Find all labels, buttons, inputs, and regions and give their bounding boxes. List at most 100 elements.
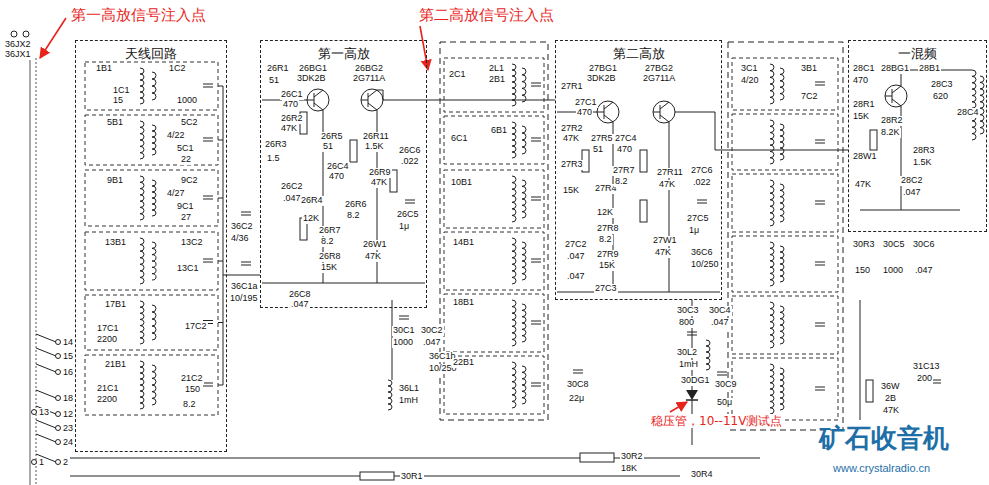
part-label: 8.2 <box>182 400 197 410</box>
part-label: 26C5 <box>396 210 420 220</box>
capacitor-symbol <box>573 370 583 371</box>
switch-contact <box>56 370 61 375</box>
capacitor-symbol <box>717 375 727 376</box>
part-label: 30C2 <box>420 326 444 336</box>
part-label: 15 <box>62 352 74 362</box>
coil-symbol <box>770 180 774 226</box>
part-label: 2G711A <box>642 74 676 84</box>
part-label: 26C6 <box>398 146 422 156</box>
part-label: 4/27 <box>166 189 186 199</box>
transistor-symbol <box>653 112 660 113</box>
coil-symbol <box>522 366 526 404</box>
part-label: 13C1 <box>176 264 200 274</box>
part-label: 28C2 <box>900 176 924 186</box>
part-label: 30C6 <box>912 240 936 250</box>
transistor-symbol <box>892 99 901 106</box>
coil-symbol <box>780 246 784 282</box>
switch-contact <box>56 340 61 345</box>
coil-symbol <box>780 184 784 222</box>
capacitor-symbol <box>203 386 213 387</box>
wire <box>218 140 223 141</box>
part-label: 30C1 <box>392 326 416 336</box>
coil-symbol <box>522 242 526 280</box>
section-heading: 第二高放 <box>556 44 721 62</box>
part-label: 18 <box>62 394 74 404</box>
part-label: 30L2 <box>676 348 698 358</box>
part-label: 9C1 <box>176 202 195 212</box>
part-label: 17C1 <box>96 324 120 334</box>
transistor-symbol <box>885 96 892 97</box>
part-label: 30R4 <box>690 470 714 480</box>
transistor-symbol <box>653 101 675 123</box>
section-title: 第一高放 <box>316 46 372 61</box>
part-label: 8.2 <box>346 211 361 221</box>
part-label: 16 <box>62 368 74 378</box>
coil-symbol <box>780 368 784 410</box>
shield-box <box>85 355 218 415</box>
section-outline <box>728 42 843 430</box>
part-label: 26C8 <box>288 290 312 300</box>
transistor-symbol <box>314 103 323 110</box>
part-label: 2200 <box>96 335 118 345</box>
shield-box <box>444 356 544 414</box>
transistor-symbol <box>368 90 377 97</box>
capacitor-symbol <box>717 372 727 373</box>
part-label: 27R11 <box>656 168 684 178</box>
wire <box>377 90 383 91</box>
part-label: .047 <box>914 266 934 276</box>
transistor-symbol <box>597 101 619 123</box>
ground-bus <box>557 292 720 293</box>
part-label: 47K <box>854 180 872 190</box>
part-label: 36C1a <box>230 282 259 292</box>
part-label: 28B1 <box>918 64 941 74</box>
part-label: 24 <box>62 438 74 448</box>
part-label: 4/36 <box>230 234 250 244</box>
capacitor-symbol <box>531 321 541 322</box>
switch-contact <box>32 460 37 465</box>
part-label: 28W1 <box>852 152 878 162</box>
shield-box <box>85 295 218 350</box>
part-label: .022 <box>400 157 420 167</box>
part-label: 3C1 <box>740 64 759 74</box>
coil-symbol <box>522 126 526 154</box>
signal-wire <box>427 100 555 101</box>
coil-symbol <box>512 176 516 222</box>
shield-box <box>444 116 544 164</box>
part-label: 26R6 <box>344 200 368 210</box>
switch-contact <box>36 348 56 356</box>
switch-contact <box>56 460 61 465</box>
coil-symbol <box>972 70 976 140</box>
coil-symbol <box>770 64 774 104</box>
section-title: 天线回路 <box>123 46 179 61</box>
part-label: 150 <box>854 266 871 276</box>
part-label: 27R2 <box>560 124 584 134</box>
part-label: .047 <box>710 318 730 328</box>
wire <box>669 122 670 292</box>
capacitor-symbol <box>687 335 697 336</box>
shield-box <box>732 236 838 292</box>
coil-symbol <box>152 180 156 216</box>
part-label: 13B1 <box>104 238 127 248</box>
part-label: 47K <box>658 180 676 190</box>
shield-box <box>732 114 838 170</box>
transistor-symbol <box>368 103 377 110</box>
wire <box>218 198 223 199</box>
coil-symbol <box>522 68 526 102</box>
wire <box>70 476 360 477</box>
resistor-symbol <box>640 150 647 172</box>
shield-box <box>732 358 838 420</box>
coil-symbol <box>780 306 784 344</box>
part-label: 26R8 <box>318 252 342 262</box>
transistor-symbol <box>892 86 901 93</box>
capacitor-symbol <box>697 203 707 204</box>
part-label: 51 <box>268 76 280 86</box>
coil-symbol <box>140 68 144 104</box>
part-label: 3B1 <box>800 64 818 74</box>
capacitor-symbol <box>531 86 541 87</box>
part-label: 27C3 <box>594 284 618 294</box>
coil-symbol <box>512 300 516 346</box>
capacitor-symbol <box>815 85 825 86</box>
part-label: 28BG1 <box>880 64 910 74</box>
switch-contact <box>36 364 56 372</box>
part-label: 470 <box>616 145 633 155</box>
